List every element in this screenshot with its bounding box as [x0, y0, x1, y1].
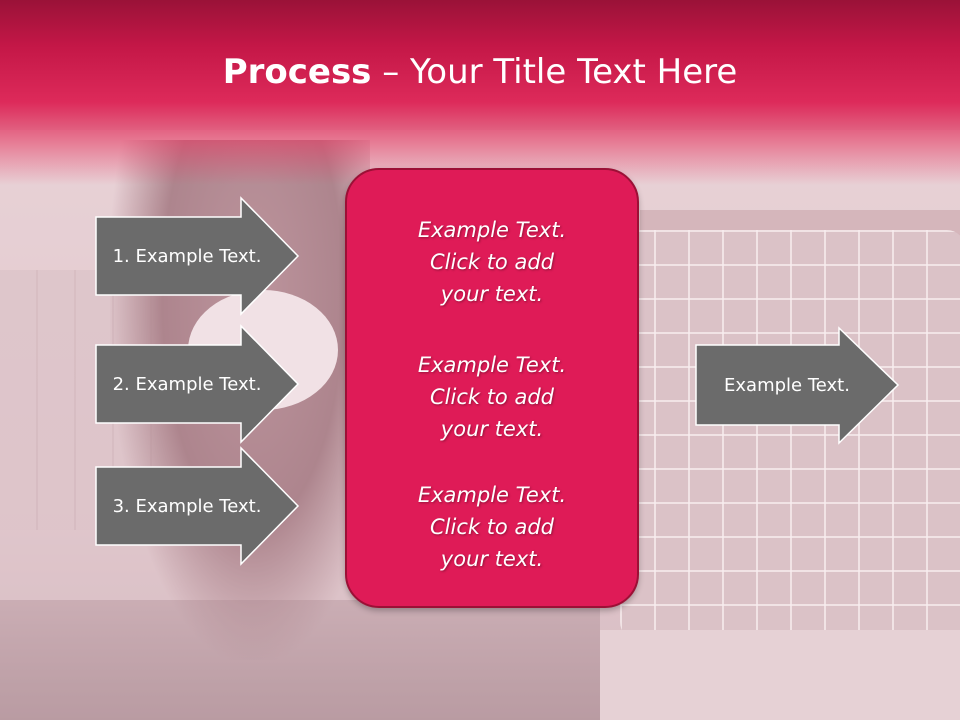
- slide-title-rest: – Your Title Text Here: [371, 52, 738, 92]
- slide-title[interactable]: Process – Your Title Text Here: [0, 52, 960, 92]
- paragraph-line: Example Text.: [417, 218, 567, 242]
- center-text-box[interactable]: Example Text. Click to add your text. Ex…: [345, 168, 639, 608]
- arrow-step-1-label: 1. Example Text.: [112, 245, 262, 267]
- paragraph-line: Click to add: [429, 385, 554, 409]
- paragraph-line: your text.: [440, 417, 544, 441]
- arrow-step-3-label: 3. Example Text.: [112, 495, 262, 517]
- arrow-step-3[interactable]: 3. Example Text.: [95, 446, 300, 566]
- center-paragraph-2: Example Text. Click to add your text.: [347, 349, 637, 445]
- paragraph-line: Click to add: [429, 250, 554, 274]
- center-paragraph-3: Example Text. Click to add your text.: [347, 479, 637, 575]
- arrow-step-2-label: 2. Example Text.: [112, 373, 262, 395]
- arrow-shape: [95, 196, 300, 316]
- paragraph-line: your text.: [440, 547, 544, 571]
- arrow-result[interactable]: Example Text.: [695, 326, 900, 445]
- paragraph-line: Click to add: [429, 515, 554, 539]
- arrow-step-1[interactable]: 1. Example Text.: [95, 196, 300, 316]
- paragraph-line: your text.: [440, 282, 544, 306]
- arrow-shape: [95, 446, 300, 566]
- center-paragraph-1: Example Text. Click to add your text.: [347, 214, 637, 310]
- title-band: [0, 0, 960, 185]
- arrow-step-2[interactable]: 2. Example Text.: [95, 324, 300, 444]
- paragraph-line: Example Text.: [417, 483, 567, 507]
- arrow-shape: [695, 326, 900, 445]
- arrow-result-label: Example Text.: [724, 374, 850, 396]
- background-ac-unit: [620, 230, 960, 640]
- arrow-shape: [95, 324, 300, 444]
- background-ac-base: [600, 630, 960, 720]
- paragraph-line: Example Text.: [417, 353, 567, 377]
- slide-title-bold: Process: [222, 52, 372, 92]
